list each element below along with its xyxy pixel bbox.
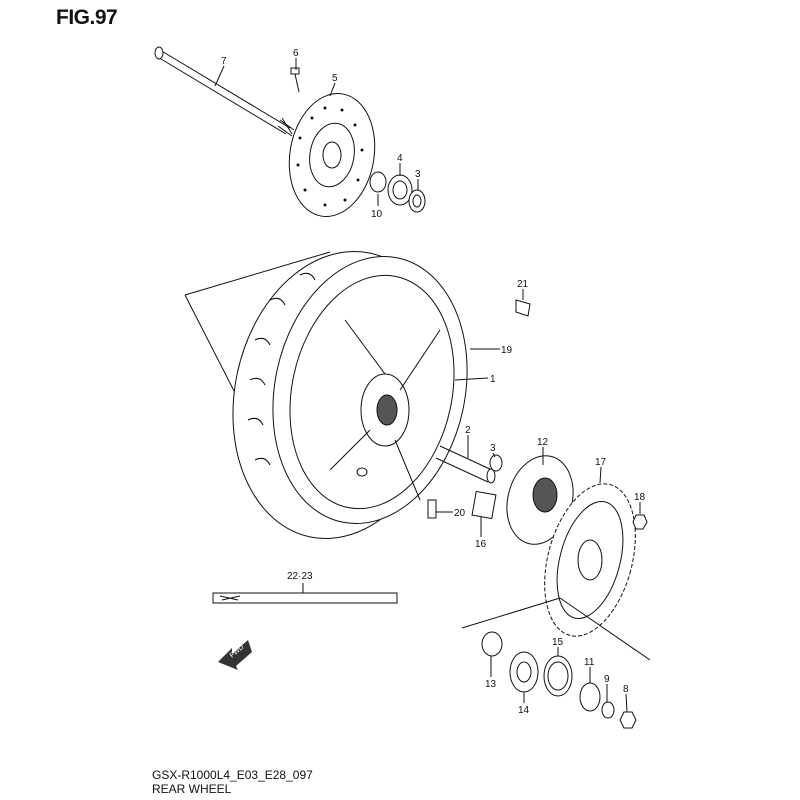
forward-direction-arrow: FWD [218, 640, 252, 670]
bearing-part [489, 454, 503, 472]
callout-2: 2 [465, 425, 471, 436]
figure-title: FIG.97 [56, 6, 118, 29]
axle-spacer-part [435, 445, 496, 484]
callout-9: 9 [604, 674, 610, 685]
section-title: REAR WHEEL [152, 782, 232, 796]
callout-12: 12 [537, 437, 549, 448]
callout-6: 6 [293, 48, 299, 59]
callout-17: 17 [595, 457, 607, 468]
callout-1: 1 [490, 374, 496, 385]
rear-sprocket-part [544, 483, 636, 637]
sprocket-carrier-part [506, 455, 574, 545]
callout-4: 4 [397, 153, 403, 164]
callout-15: 15 [552, 637, 564, 648]
callout-22-23: 22·23 [287, 571, 313, 582]
callout-leaders [214, 58, 641, 713]
callout-5: 5 [332, 73, 338, 84]
spacer-seal-bearing-parts [369, 171, 426, 213]
callout-11: 11 [584, 657, 595, 668]
brake-disc-part [288, 93, 376, 217]
sprocket-nut-part [632, 514, 648, 530]
valve-part [515, 299, 531, 317]
model-code: GSX-R1000L4_E03_E28_097 [152, 768, 313, 782]
callout-20: 20 [454, 508, 466, 519]
callout-18: 18 [634, 492, 646, 503]
callout-3-upper: 3 [415, 169, 421, 180]
callout-16: 16 [475, 539, 487, 550]
axle-part [154, 46, 295, 137]
disc-bolt-part [290, 67, 300, 93]
callout-21: 21 [517, 279, 529, 290]
damper-part [471, 490, 497, 520]
callout-10: 10 [371, 209, 383, 220]
callout-8: 8 [623, 684, 629, 695]
left-bearing-parts [461, 597, 651, 729]
tire-and-wheel-part [184, 250, 468, 540]
callout-14: 14 [518, 705, 530, 716]
callout-19: 19 [501, 345, 513, 356]
callout-7: 7 [221, 56, 227, 67]
air-valve-part [427, 499, 437, 519]
callout-3-lower: 3 [490, 443, 496, 454]
balance-weight-part [212, 583, 398, 604]
callout-13: 13 [485, 679, 497, 690]
